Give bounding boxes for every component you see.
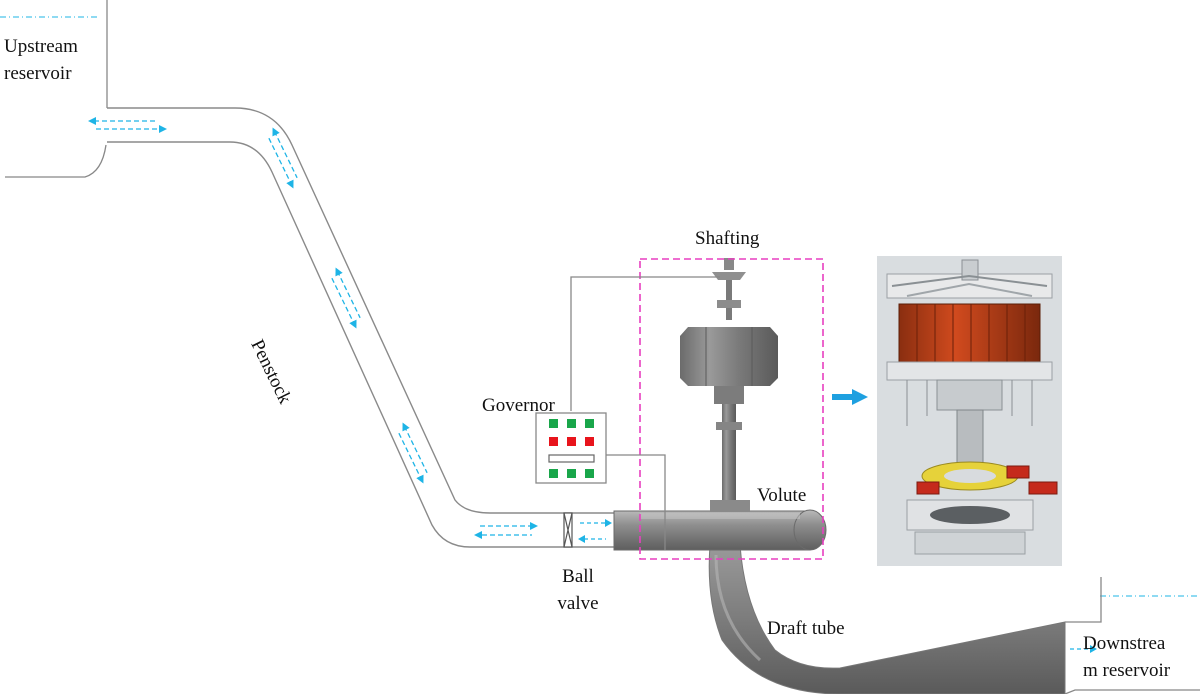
volute xyxy=(613,509,827,551)
flow-arrows xyxy=(88,117,1097,672)
ball-valve-label-line1: Ball xyxy=(562,566,594,587)
shafting-generator xyxy=(680,258,778,512)
governor-box xyxy=(535,412,607,484)
upstream-reservoir xyxy=(0,0,108,178)
upstream-label-line1: Upstream xyxy=(4,36,78,57)
draft-tube-label: Draft tube xyxy=(767,618,845,639)
governor-connections xyxy=(570,276,720,550)
hydro-generator-render-icon xyxy=(877,256,1062,566)
downstream-label-line2: m reservoir xyxy=(1083,660,1171,681)
draft-tube xyxy=(708,544,1066,694)
shafting-highlight-box xyxy=(639,258,824,560)
penstock-pipe xyxy=(107,107,614,548)
arrow-right-icon xyxy=(832,389,868,405)
ball-valve xyxy=(563,512,573,548)
shafting-label: Shafting xyxy=(695,228,760,249)
downstream-reservoir xyxy=(1064,577,1200,694)
volute-label: Volute xyxy=(757,485,807,506)
upstream-label-line2: reservoir xyxy=(4,63,72,84)
ball-valve-label: Ball valve xyxy=(552,563,604,617)
downstream-reservoir-label: Downstrea m reservoir xyxy=(1083,630,1170,684)
governor-label: Governor xyxy=(482,395,555,416)
upstream-reservoir-label: Upstream reservoir xyxy=(4,33,78,87)
hydro-generator-photo xyxy=(877,256,1062,566)
downstream-label-line1: Downstrea xyxy=(1083,633,1166,654)
ball-valve-label-line2: valve xyxy=(557,593,599,614)
